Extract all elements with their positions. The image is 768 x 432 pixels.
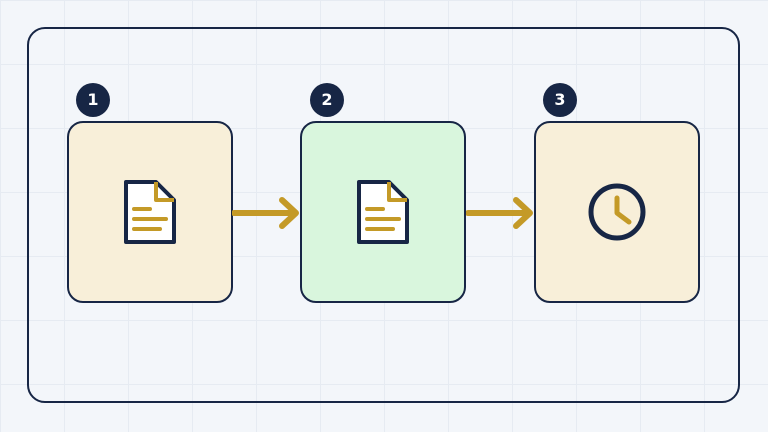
- step-card-2: [300, 121, 466, 303]
- diagram-frame: [27, 27, 740, 403]
- step-card-3: [534, 121, 700, 303]
- arrow-right-icon-1: [232, 197, 299, 229]
- document-icon: [124, 180, 176, 244]
- arrow-right-icon-2: [466, 197, 533, 229]
- step-card-1: [67, 121, 233, 303]
- step-number-badge-3: 3: [543, 83, 577, 117]
- clock-icon: [588, 183, 646, 241]
- step-number-badge-2: 2: [310, 83, 344, 117]
- document-icon: [357, 180, 409, 244]
- step-number-badge-1: 1: [76, 83, 110, 117]
